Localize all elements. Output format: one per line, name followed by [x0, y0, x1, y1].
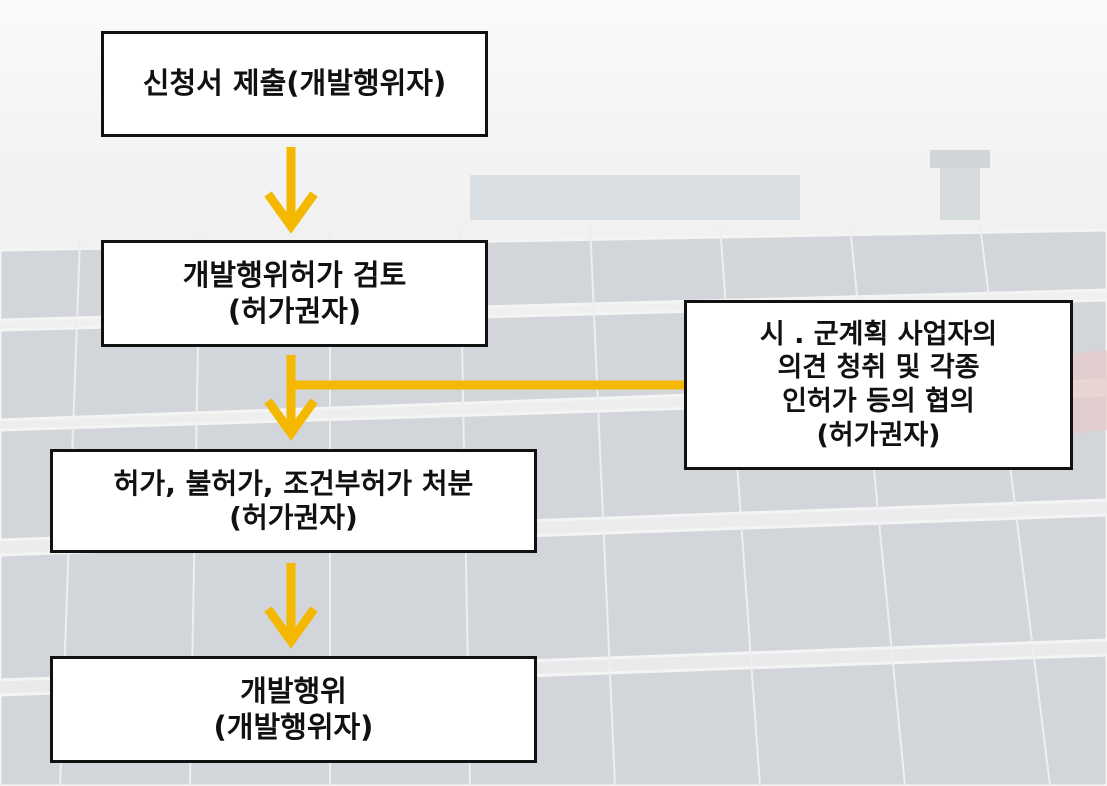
consultation-box: 시 . 군계획 사업자의 의견 청취 및 각종 인허가 등의 협의 (허가권자): [684, 300, 1073, 470]
consultation-actor: (허가권자): [816, 419, 941, 451]
step4-label: 개발행위: [240, 674, 347, 709]
step-development-activity: 개발행위 (개발행위자): [50, 656, 537, 763]
consultation-line3: 인허가 등의 협의: [782, 386, 975, 417]
consultation-line1: 시 . 군계획 사업자의: [759, 318, 998, 350]
control-tower: [940, 165, 980, 220]
step-permit-decision: 허가, 불허가, 조건부허가 처분 (허가권자): [50, 449, 537, 553]
step3-label: 허가, 불허가, 조건부허가 처분: [113, 466, 474, 500]
step3-actor: (허가권자): [229, 501, 358, 534]
step2-actor: (허가권자): [227, 293, 362, 328]
step2-label: 개발행위허가 검토: [182, 258, 407, 293]
step4-actor: (개발행위자): [213, 709, 374, 744]
consultation-line2: 의견 청취 및 각종: [777, 352, 980, 384]
terminal-building: [470, 175, 800, 220]
step-submit-application: 신청서 제출(개발행위자): [101, 31, 488, 137]
step-permit-review: 개발행위허가 검토 (허가권자): [101, 240, 488, 347]
step1-label: 신청서 제출(개발행위자): [142, 66, 447, 101]
